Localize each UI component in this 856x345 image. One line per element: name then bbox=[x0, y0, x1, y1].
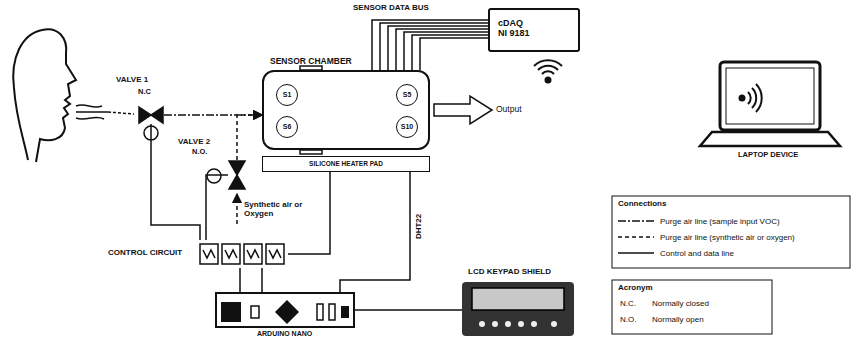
sensor-chamber: SENSOR CHAMBERS1S5S6S10 bbox=[262, 70, 430, 150]
valve-symbol-art bbox=[138, 106, 164, 124]
text-label: Output bbox=[496, 105, 522, 115]
node-label: VALVE 2 bbox=[178, 138, 210, 147]
node-label: CONTROL CIRCUIT bbox=[108, 249, 182, 258]
valve-symbol-art bbox=[228, 160, 246, 190]
connector bbox=[237, 115, 262, 160]
legend-text: Control and data line bbox=[660, 249, 734, 258]
connector bbox=[206, 175, 228, 240]
output-arrow bbox=[434, 96, 492, 124]
daq-box: cDAQ NI 9181 bbox=[488, 8, 580, 52]
face-profile bbox=[13, 29, 76, 162]
text-label: Normally open bbox=[652, 315, 704, 324]
connector bbox=[355, 310, 462, 311]
legend-line-sample bbox=[618, 216, 654, 226]
text-label: Acronym bbox=[618, 283, 653, 292]
connector bbox=[164, 115, 262, 116]
node-label: LAPTOP DEVICE bbox=[738, 151, 798, 159]
connector bbox=[288, 172, 330, 254]
text-label: N.O. bbox=[620, 315, 636, 324]
gas-sensor: S6 bbox=[276, 116, 298, 138]
gas-sensor: S1 bbox=[276, 84, 298, 106]
laptop-art bbox=[700, 62, 840, 162]
legend-row: Control and data line bbox=[618, 245, 795, 261]
node-label: VALVE 1 bbox=[116, 76, 148, 85]
heater-pad: SILICONE HEATER PAD bbox=[262, 156, 430, 172]
legend-row: Purge air line (synthetic air or oxygen) bbox=[618, 229, 795, 245]
valve-symbol: VALVE 1N.C bbox=[138, 106, 164, 124]
gas-sensor: S5 bbox=[396, 84, 418, 106]
legend-box bbox=[612, 196, 850, 268]
node-sublabel: N.O. bbox=[192, 148, 207, 156]
legend-row: Purge air line (sample input VOC) bbox=[618, 213, 795, 229]
node-label: S1 bbox=[283, 91, 292, 99]
text-label: Normally closed bbox=[652, 299, 709, 308]
edge-label: DHT22 bbox=[415, 213, 424, 240]
gas-sensor: S10 bbox=[396, 116, 418, 138]
legend-text: Purge air line (sample input VOC) bbox=[660, 217, 780, 226]
data-bus bbox=[372, 20, 488, 70]
acronym-box bbox=[612, 280, 772, 334]
gas-inlet-line bbox=[236, 194, 238, 224]
text-label: Synthetic air or Oxygen bbox=[244, 200, 316, 218]
breath bbox=[76, 105, 134, 119]
legend: Purge air line (sample input VOC) Purge a… bbox=[618, 213, 795, 261]
connector bbox=[240, 268, 262, 292]
node-label: S10 bbox=[401, 123, 413, 131]
node-label: S6 bbox=[283, 123, 292, 131]
wireless-icon bbox=[534, 60, 562, 82]
valve-symbol: VALVE 2N.O. bbox=[228, 160, 246, 190]
text-label: Connections bbox=[618, 199, 666, 208]
edge-label: SENSOR DATA BUS bbox=[352, 4, 430, 13]
legend-line-sample bbox=[618, 248, 654, 258]
node-label: S5 bbox=[403, 91, 412, 99]
arduino-board-art bbox=[217, 294, 357, 330]
control-circuit-art bbox=[196, 240, 288, 268]
valve-actuator bbox=[207, 169, 221, 183]
node-label: ARDUINO NANO bbox=[257, 330, 312, 338]
node-sublabel: N.C bbox=[138, 88, 151, 96]
connector bbox=[340, 172, 410, 292]
node-label: SILICONE HEATER PAD bbox=[309, 160, 383, 167]
lcd-keypad-art bbox=[462, 282, 574, 336]
control-circuit: CONTROL CIRCUIT bbox=[196, 240, 288, 268]
node-label: LCD KEYPAD SHIELD bbox=[468, 268, 551, 277]
legend-line-sample bbox=[618, 232, 654, 242]
lcd-keypad: LCD KEYPAD SHIELD bbox=[462, 282, 574, 336]
laptop: LAPTOP DEVICE bbox=[700, 62, 840, 162]
text-label: N.C. bbox=[620, 299, 636, 308]
arduino-board: ARDUINO NANO bbox=[215, 292, 355, 328]
node-label: cDAQ NI 9181 bbox=[498, 19, 532, 39]
legend-text: Purge air line (synthetic air or oxygen) bbox=[660, 233, 795, 242]
node-label: SENSOR CHAMBER bbox=[270, 57, 352, 66]
